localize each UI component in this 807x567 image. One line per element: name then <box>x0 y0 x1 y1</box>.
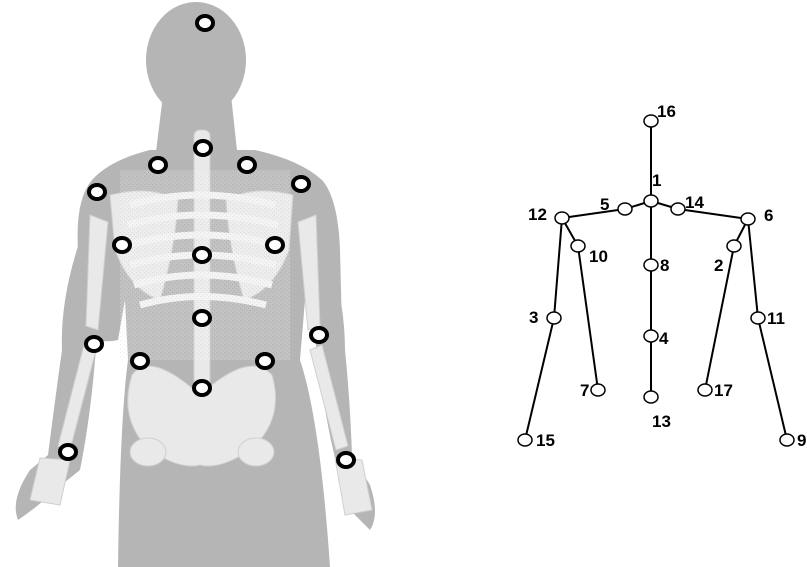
marker-left-shoulder <box>89 185 105 199</box>
joint-17 <box>698 384 712 396</box>
joint-label-3: 3 <box>529 308 538 327</box>
joint-label-10: 10 <box>589 247 608 266</box>
marker-mid-spine <box>194 248 210 262</box>
bone-3-15 <box>525 318 554 440</box>
joint-15 <box>518 434 532 446</box>
marker-lower-spine <box>194 311 210 325</box>
marker-neck <box>195 141 211 155</box>
joint-label-13: 13 <box>652 412 671 431</box>
joint-11 <box>751 312 765 324</box>
marker-right-shoulder <box>293 177 309 191</box>
joint-label-4: 4 <box>659 329 669 348</box>
human-back-illustration <box>16 2 375 567</box>
joint-label-8: 8 <box>660 256 669 275</box>
joint-12 <box>555 212 569 224</box>
bone-5-12 <box>562 209 625 218</box>
joint-13 <box>644 391 658 403</box>
joint-5 <box>618 203 632 215</box>
joint-6 <box>741 213 755 225</box>
marker-right-elbow <box>311 328 327 342</box>
skeleton-joints <box>518 115 794 446</box>
joint-2 <box>727 240 741 252</box>
joint-9 <box>780 434 794 446</box>
marker-right-hip <box>257 354 273 368</box>
joint-label-9: 9 <box>797 431 806 450</box>
bone-10-7 <box>578 246 598 390</box>
bone-12-3 <box>554 218 562 318</box>
joint-label-12: 12 <box>528 205 547 224</box>
joint-label-14: 14 <box>685 193 704 212</box>
marker-right-scapula <box>267 238 283 252</box>
joint-label-5: 5 <box>600 195 609 214</box>
marker-left-wrist <box>60 445 76 459</box>
marker-left-scapula <box>114 238 130 252</box>
joint-label-6: 6 <box>764 206 773 225</box>
joint-7 <box>591 384 605 396</box>
joint-label-7: 7 <box>580 381 589 400</box>
joint-10 <box>571 240 585 252</box>
marker-right-wrist <box>338 453 354 467</box>
texture-overlay <box>120 170 290 360</box>
marker-head <box>197 16 213 30</box>
joint-4 <box>644 330 658 342</box>
joint-3 <box>547 312 561 324</box>
joint-label-2: 2 <box>714 256 723 275</box>
marker-left-elbow <box>86 337 102 351</box>
joint-16 <box>644 115 658 127</box>
joint-label-11: 11 <box>767 309 785 328</box>
joint-14 <box>671 203 685 215</box>
joint-8 <box>644 259 658 271</box>
joint-1 <box>644 195 658 207</box>
bone-11-9 <box>758 318 787 440</box>
joint-label-17: 17 <box>714 381 733 400</box>
marker-left-hip <box>132 354 148 368</box>
joint-label-16: 16 <box>657 102 676 121</box>
marker-sacrum <box>194 381 210 395</box>
marker-upper-right-back <box>239 158 255 172</box>
joint-label-1: 1 <box>652 171 661 190</box>
joint-label-15: 15 <box>536 431 555 450</box>
marker-upper-left-back <box>150 158 166 172</box>
bone-6-11 <box>748 219 758 318</box>
